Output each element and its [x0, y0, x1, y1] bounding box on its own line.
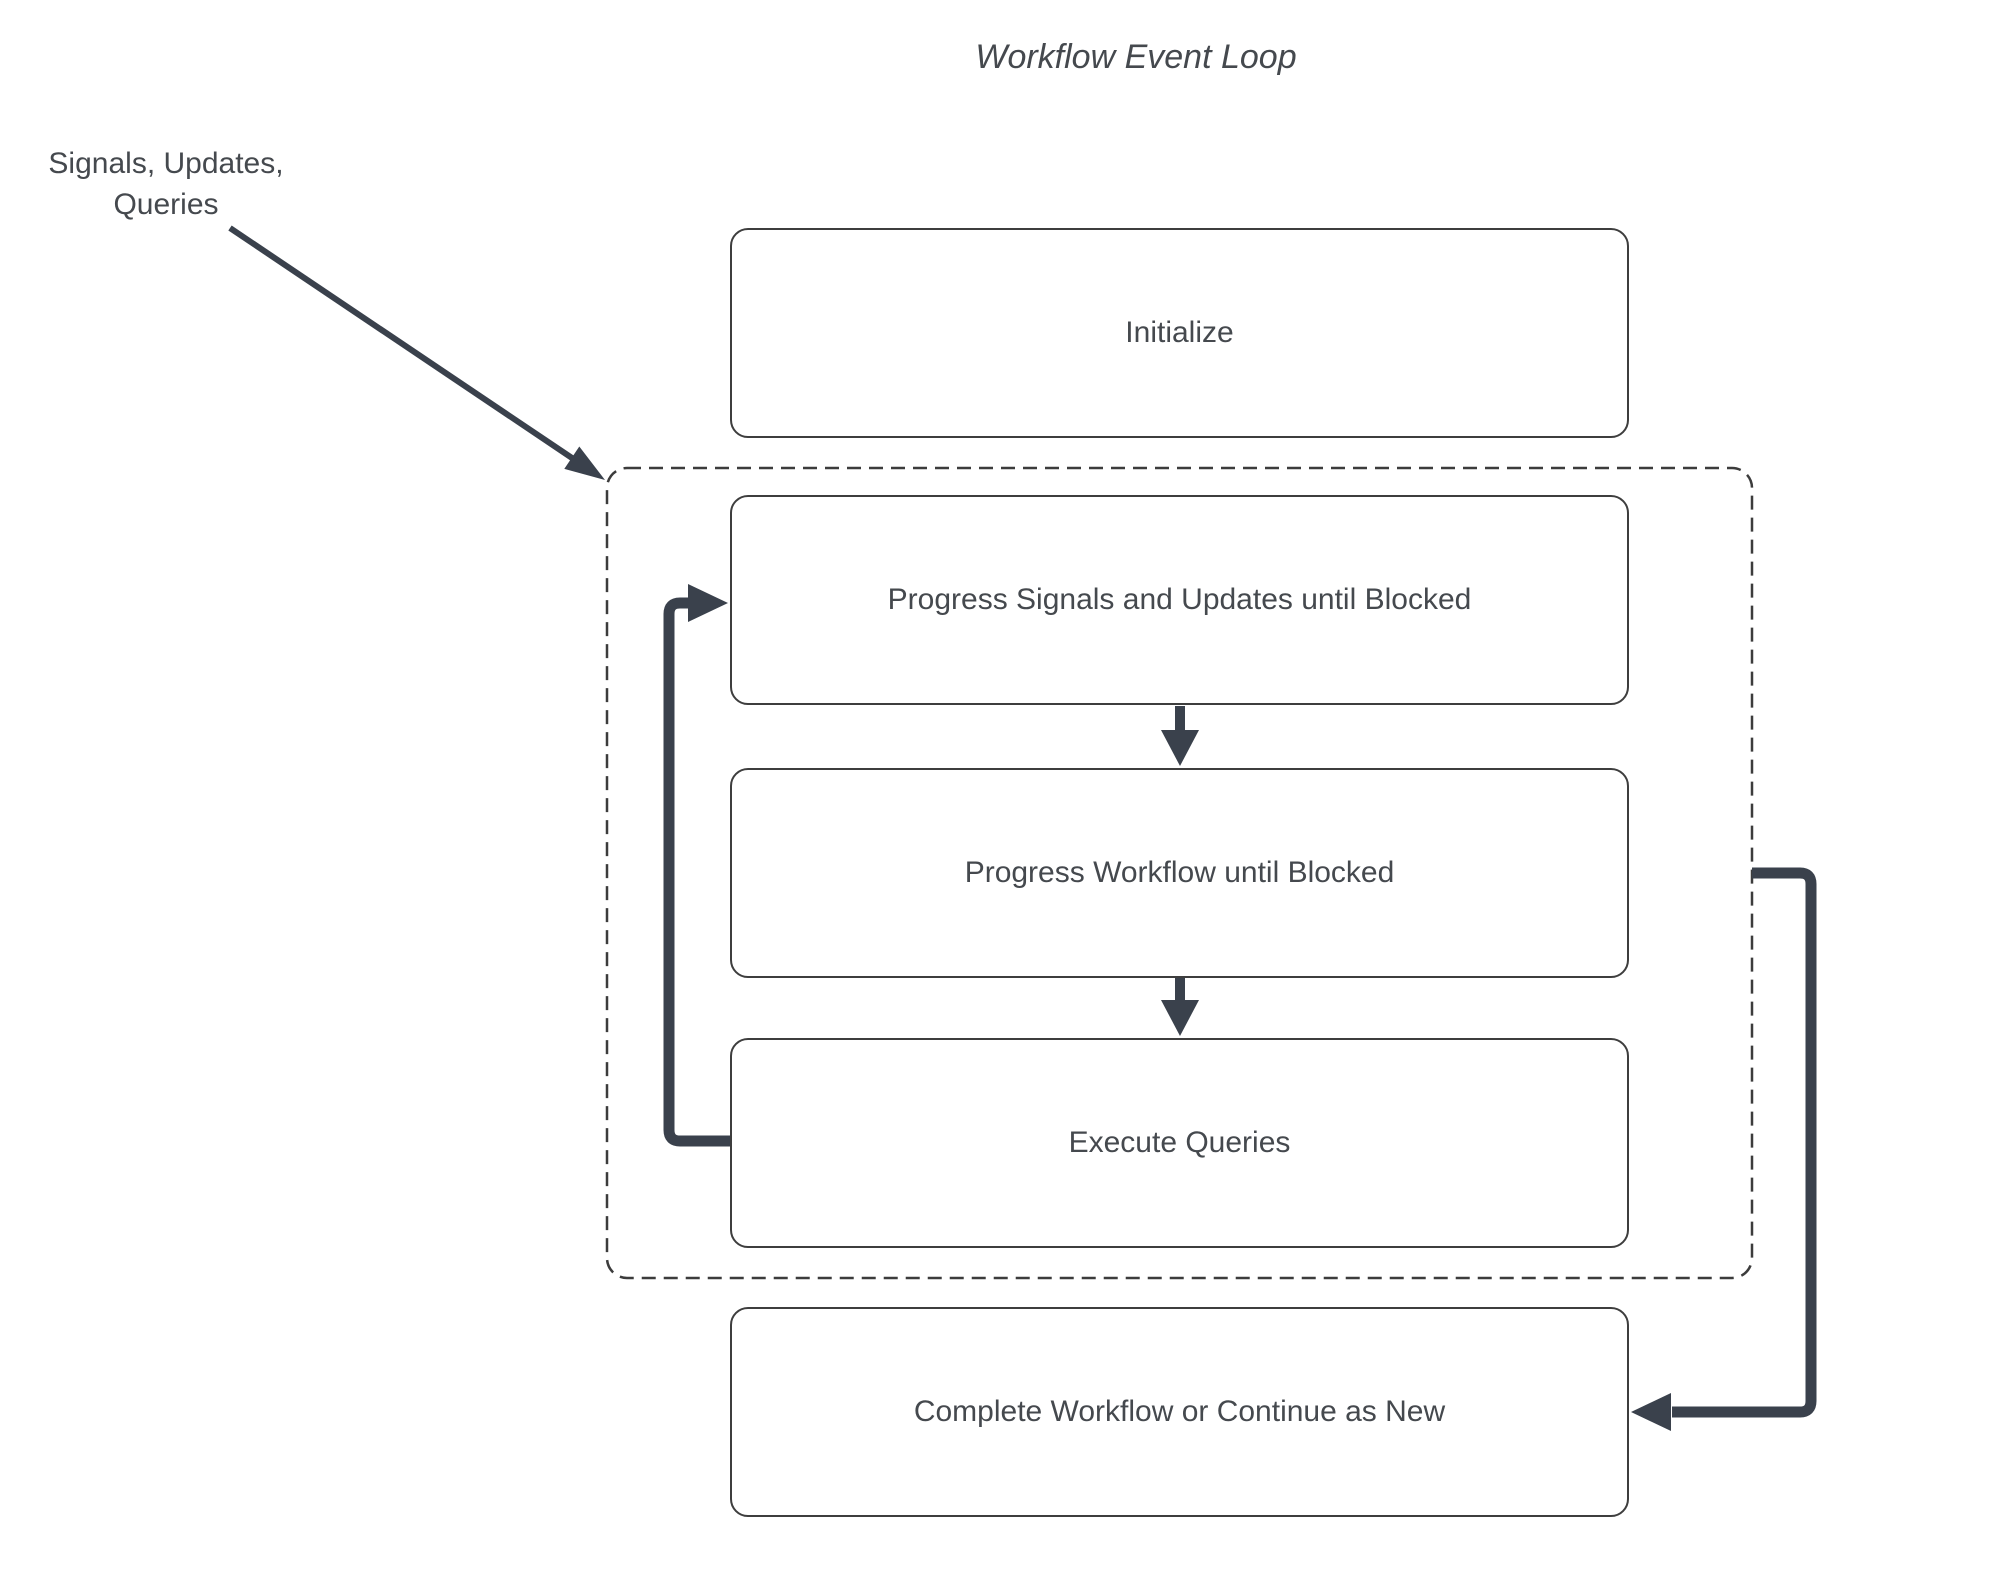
signals-updates-queries-label: Signals, Updates, Queries	[48, 147, 284, 221]
node-progress-signals-label: Progress Signals and Updates until Block…	[887, 583, 1472, 616]
down-arrowhead-icon	[1161, 1000, 1199, 1036]
loop-arrow-execute-queries-to-progress-signals	[663, 584, 730, 1147]
node-initialize: Initialize	[730, 228, 1629, 438]
node-complete-workflow-label: Complete Workflow or Continue as New	[913, 1395, 1446, 1428]
diagram-title: Workflow Event Loop	[975, 38, 1297, 76]
node-progress-workflow: Progress Workflow until Blocked	[730, 768, 1629, 978]
node-progress-signals-and-updates: Progress Signals and Updates until Block…	[730, 495, 1629, 705]
right-arrowhead-icon	[688, 584, 728, 622]
annotation-arrowhead-icon	[564, 446, 605, 480]
exit-arrow-shaft	[1672, 867, 1817, 1418]
annotation-arrow	[228, 225, 605, 480]
annotation-arrow-shaft	[228, 225, 577, 463]
left-arrowhead-icon	[1631, 1393, 1671, 1431]
arrow-event-loop-to-complete-workflow	[1631, 867, 1817, 1431]
arrow-progress-workflow-to-execute-queries	[1161, 978, 1199, 1036]
node-complete-workflow: Complete Workflow or Continue as New	[730, 1307, 1629, 1517]
node-progress-workflow-label: Progress Workflow until Blocked	[964, 856, 1395, 889]
node-execute-queries-label: Execute Queries	[1068, 1126, 1291, 1159]
node-initialize-label: Initialize	[1125, 316, 1234, 349]
down-arrowhead-icon	[1161, 730, 1199, 766]
node-execute-queries: Execute Queries	[730, 1038, 1629, 1248]
arrow-progress-signals-to-progress-workflow	[1161, 706, 1199, 766]
loop-arrow-shaft	[663, 597, 730, 1147]
